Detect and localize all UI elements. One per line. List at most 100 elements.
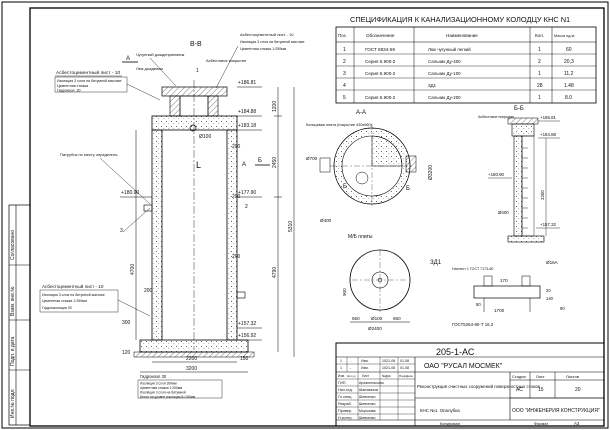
- rev-r1-c1: 1: [340, 359, 342, 363]
- sheet-name: КНС №1. Опалубка: [420, 408, 460, 413]
- note-bottom-2: Изоляция 3 слоя 300мм: [140, 382, 177, 386]
- rev-r2-c2: -: [350, 366, 352, 370]
- dim-150: 150: [240, 356, 249, 362]
- dim-5310: 5310: [288, 221, 294, 232]
- spec-head-pos: Поз.: [338, 33, 347, 38]
- note-cement-top: Цементная стяжка: [57, 84, 88, 88]
- leader-1: 1: [196, 68, 199, 74]
- sheet-value: 15: [538, 387, 544, 393]
- spec-r5-qty: 1: [538, 95, 541, 101]
- spec-r2-qty: 2: [538, 59, 541, 65]
- sheets-value: 20: [575, 387, 581, 393]
- spec-title: СПЕЦИФИКАЦИЯ К КАНАЛИЗАЦИОННОМУ КОЛОДЦУ …: [350, 15, 570, 24]
- name-2: Шаповалов: [359, 388, 378, 392]
- spec-r1-qty: 1: [538, 47, 541, 53]
- name-4: Шевченко: [359, 402, 376, 406]
- small-dim-3200: 3200: [540, 190, 545, 200]
- plate-650b: 650: [393, 316, 401, 321]
- spec-r3-qty: 1: [538, 71, 541, 77]
- rev-head-1: Изм.: [338, 374, 345, 378]
- part-dim-140: 140: [546, 296, 554, 301]
- spec-head-name: Наименование: [446, 33, 478, 38]
- dim-300: 300: [122, 320, 131, 326]
- note-isol-top: Изоляция 3 слоя на битумной мастике: [57, 79, 122, 83]
- rev-r2-c1: 1: [340, 366, 342, 370]
- plan-view-aa: А-А Кольцевая плита (покрытие 430х650) Б…: [306, 110, 434, 223]
- spec-r2-mass: 20,3: [564, 59, 574, 65]
- rev-head-6: Дата: [406, 374, 413, 378]
- part-dim-80a: 80: [476, 302, 481, 307]
- wall-200-c: 200: [232, 254, 241, 260]
- rev-r1-c4: 1021-06: [382, 359, 395, 363]
- spec-r3-code: Серия 5.900-2: [365, 71, 396, 76]
- role-5: Провер.: [338, 409, 352, 413]
- col-sheet: Лист: [536, 374, 545, 379]
- note-cement-right: Цементная стяжка 1:250мм: [240, 47, 287, 51]
- strip-label-agreed: Согласовано: [10, 230, 16, 260]
- spec-r5-mass: 8.0: [565, 95, 572, 101]
- col-sheets: Листов: [566, 374, 579, 379]
- plan-view-plate: М/Б плиты 650 Ø100 650 Ø2400 900: [342, 234, 411, 331]
- dim-4790: 4790: [272, 267, 278, 278]
- vertical-dimensions: 1200 2450 4790 5310 4700: [130, 87, 295, 357]
- spec-r2-code: Серия 5.900-2: [365, 59, 396, 64]
- rev-r2-c4: 1021-06: [382, 366, 395, 370]
- spec-r2-pos: 2: [343, 59, 346, 65]
- rev-r2-c6: 01.08: [400, 366, 409, 370]
- copied-label: Копировал: [440, 421, 461, 426]
- spec-r5-pos: 5: [343, 95, 346, 101]
- el-f: +156.92: [238, 333, 256, 339]
- part-dim-170: 170: [500, 278, 508, 283]
- plan-d700: Ø700: [306, 156, 318, 161]
- stage-value: АС: [516, 387, 523, 393]
- note-cement-mid: Цементная стяжка 1:250мм: [42, 299, 87, 303]
- elevation-marks: +186.81 +184.88 +183.18 +180.90 +177.90 …: [120, 80, 262, 341]
- el-c: +180.90: [121, 190, 139, 196]
- small-el-c: +180.90: [488, 172, 505, 177]
- dim-3200: 3200: [186, 366, 197, 372]
- small-dim-400: Ø400: [498, 210, 509, 215]
- spec-table: СПЕЦИФИКАЦИЯ К КАНАЛИЗАЦИОННОМУ КОЛОДЦУ …: [335, 15, 597, 104]
- note-pipe: Патрубок по месту определить: [60, 152, 118, 157]
- spec-head-mass: Масса ед.кг.: [554, 34, 575, 38]
- view-letter-b3: Б: [406, 186, 410, 192]
- dim-1200: 1200: [272, 101, 278, 112]
- note-hydro-top: Гидроизол. 30: [57, 89, 80, 93]
- spec-r4-qty: 28: [537, 83, 543, 89]
- plate-650a: 650: [352, 316, 360, 321]
- plan-d3200: Ø3200: [428, 165, 434, 180]
- note-cast-hatch: Чугунный дождеприемник: [136, 52, 185, 57]
- plate-d2400: Ø2400: [368, 326, 382, 331]
- leader-3: 3: [120, 228, 123, 234]
- name-5: Морозова: [359, 409, 375, 413]
- spec-r1-mass: 60: [566, 47, 572, 53]
- note-top-left: Асбестоцементный лист - 10 Изоляция 3 сл…: [54, 69, 161, 101]
- part-dim-20: 20: [546, 288, 551, 293]
- spec-r4-pos: 4: [343, 83, 346, 89]
- role-3: Гл.спец.: [338, 395, 352, 399]
- spec-r4-name: ЗД1: [428, 83, 437, 88]
- view-letter-b1: Б: [258, 158, 262, 164]
- part-label: ЗД1: [430, 260, 442, 266]
- strip-label-inv: Инв.№ подл.: [10, 388, 16, 418]
- part-dim-1700: 1700: [494, 308, 505, 313]
- format-label: Формат: [534, 421, 548, 426]
- section-view-bb: Б-Б Асбестовое покрытие +186.81 +184.88 …: [478, 106, 560, 243]
- note-bottom-4: Изоляция 3 слоя на битумной: [140, 391, 186, 395]
- part-d16: Ø16А: [546, 260, 559, 265]
- part-zd1-detail: ЗД1 Нахлест 1 ГОСТ 7173-80 Ø16А 170 1700…: [430, 260, 565, 327]
- el-a: +184.88: [238, 109, 256, 115]
- rev-head-4: №док.: [382, 374, 391, 378]
- spec-head-qty: Кол.: [535, 33, 544, 38]
- rev-head-2: Кол.уч.: [347, 374, 356, 378]
- dim-120: 120: [122, 350, 131, 356]
- pipe-d100-label: Ø100: [199, 134, 211, 140]
- spec-r2-name: Сальник Ду-400: [428, 59, 461, 64]
- spec-r4-mass: 1.48: [564, 83, 574, 89]
- rev-r2-c3: Изм.: [361, 366, 369, 370]
- rev-head-3: Лист: [362, 374, 369, 378]
- designer-name: ООО "ИНЖЕНЕРИЯ КОНСТРУКЦИЯ": [512, 408, 600, 414]
- strip-label-sign: Подп. и дата: [10, 336, 16, 366]
- format-value: А3: [574, 421, 580, 426]
